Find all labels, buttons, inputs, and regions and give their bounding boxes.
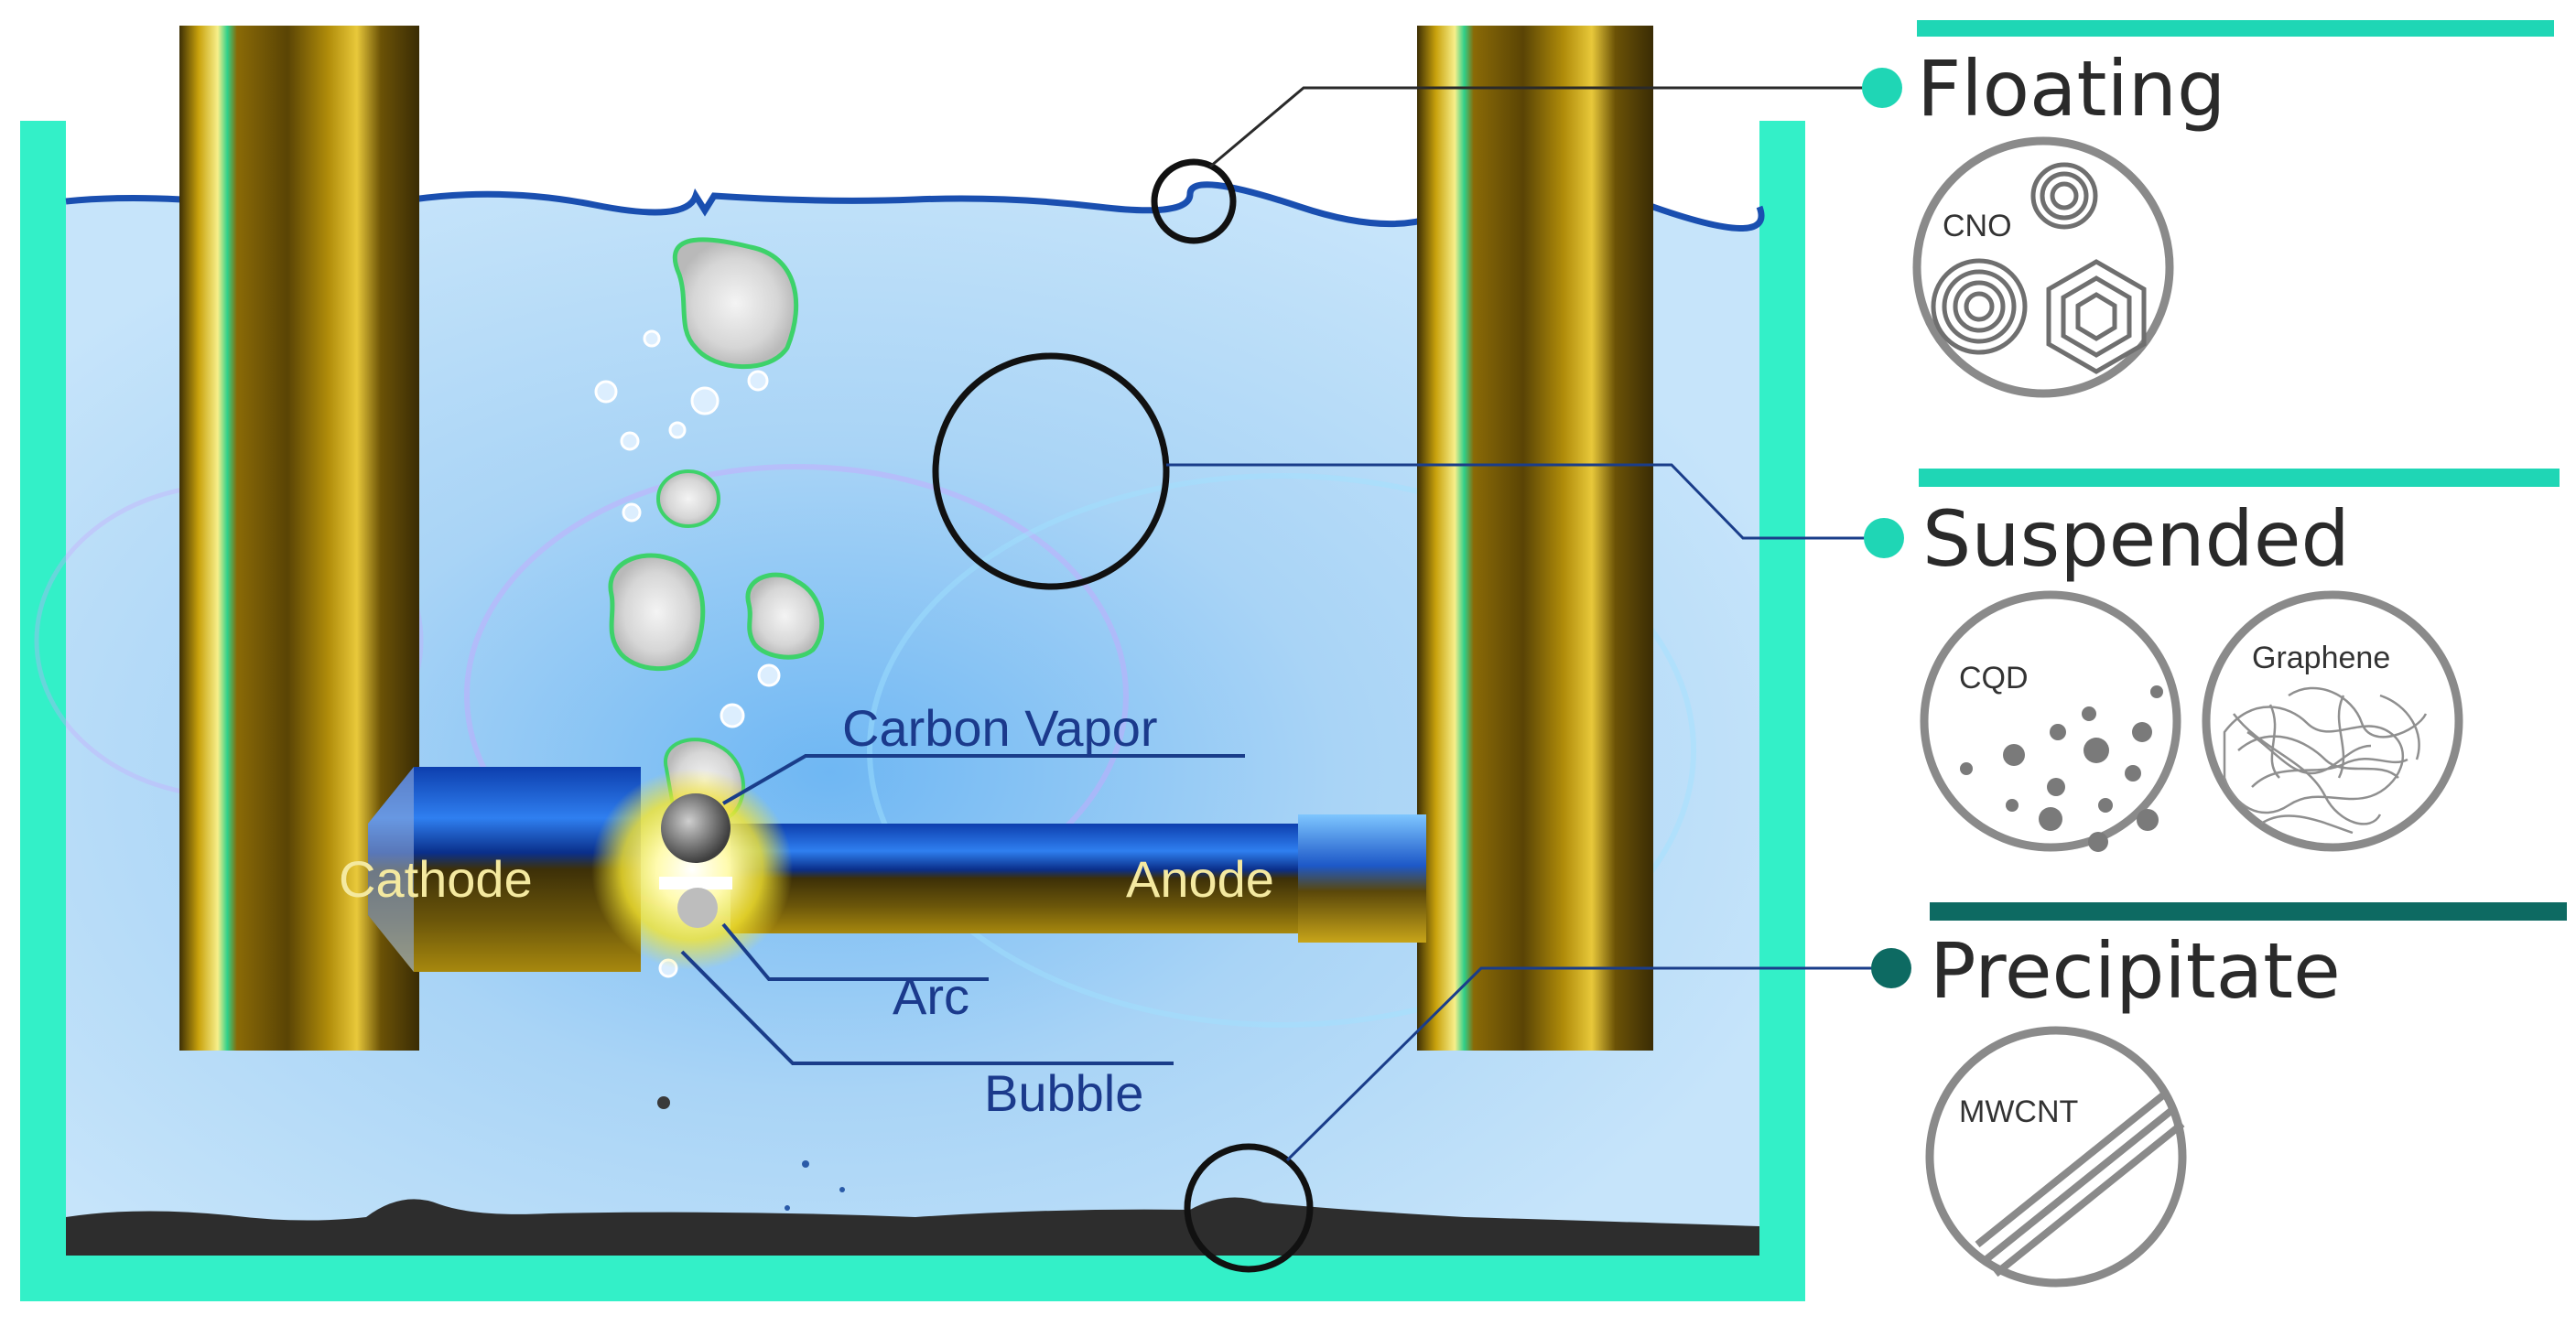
suspended-leader	[1166, 463, 1875, 540]
graphene-sample-circle	[2202, 590, 2463, 852]
cno-label: CNO	[1943, 209, 2012, 243]
arc-label: Arc	[893, 967, 969, 1025]
cqd-sample-circle	[1920, 590, 2181, 852]
small-bubble	[720, 703, 745, 728]
small-bubble	[747, 370, 769, 392]
small-bubble	[620, 431, 640, 451]
debris-particle	[839, 1187, 845, 1192]
right-vertical-electrode	[1417, 26, 1653, 1051]
arc-bubble	[677, 888, 718, 928]
suspended-bar	[1919, 469, 2560, 487]
cno-onion-small	[2030, 162, 2098, 230]
small-bubble	[757, 663, 781, 687]
floating-leader	[1209, 86, 1875, 168]
small-bubble	[668, 421, 687, 439]
floating-section: Floating CNO	[1862, 20, 2554, 398]
debris-particle	[785, 1205, 790, 1211]
quantum-dots	[1960, 685, 2163, 852]
cathode-label: Cathode	[339, 850, 533, 908]
arc-spark	[659, 877, 732, 889]
halo-ring	[867, 473, 1696, 1028]
anode-rod	[731, 814, 1426, 943]
anode-end-cap	[1298, 814, 1426, 943]
mwcnt-sample-circle	[1925, 1026, 2187, 1288]
water-body	[66, 180, 1762, 1256]
cqd-label: CQD	[1959, 661, 2029, 695]
precipitate-callout-circle	[1184, 1143, 1314, 1273]
bubble-label: Bubble	[984, 1064, 1143, 1122]
carbon-vapor-leader	[721, 754, 1245, 805]
precipitate-marker	[1871, 948, 1911, 988]
small-bubble	[622, 502, 642, 523]
polyhedral-particle	[2046, 259, 2147, 374]
bubble	[672, 237, 799, 370]
precipitate-layer	[66, 1197, 1759, 1256]
carbon-vapor-particle	[661, 793, 731, 863]
precipitate-leader	[1285, 966, 1884, 1162]
nanotube	[1975, 1091, 2185, 1277]
small-bubble	[643, 329, 661, 348]
suspended-section: Suspended CQD Graphene	[1864, 469, 2560, 852]
cathode-rod	[368, 767, 641, 972]
bubble-leader	[680, 950, 1174, 1065]
carbon-vapor-label: Carbon Vapor	[842, 699, 1158, 757]
precipitate-bar	[1930, 902, 2567, 921]
small-bubble	[690, 386, 720, 415]
floating-bar	[1917, 20, 2554, 37]
suspended-callout-circle	[932, 352, 1170, 590]
suspended-title: Suspended	[1922, 494, 2350, 584]
small-bubble	[594, 380, 618, 404]
arc-glow	[591, 769, 793, 970]
suspended-marker	[1864, 518, 1904, 558]
arc-leader	[721, 922, 989, 981]
mwcnt-label: MWCNT	[1959, 1094, 2078, 1129]
floating-callout-circle	[1151, 158, 1237, 244]
debris-particle	[802, 1160, 809, 1168]
bubble	[608, 553, 706, 672]
debris-particle	[657, 1096, 670, 1109]
bubble	[745, 572, 825, 660]
floating-title: Floating	[1917, 44, 2225, 134]
graphene-label: Graphene	[2252, 641, 2390, 675]
bubble	[656, 469, 720, 528]
graphene-sheets	[2223, 686, 2428, 835]
precipitate-title: Precipitate	[1930, 926, 2341, 1016]
inner-leader-lines	[680, 754, 1245, 1065]
cno-onion-large	[1931, 258, 2028, 355]
floating-marker	[1862, 68, 1902, 108]
precipitate-section: Precipitate MWCNT	[1871, 902, 2567, 1288]
rising-bubbles	[594, 237, 845, 1211]
anode-label: Anode	[1126, 850, 1274, 908]
